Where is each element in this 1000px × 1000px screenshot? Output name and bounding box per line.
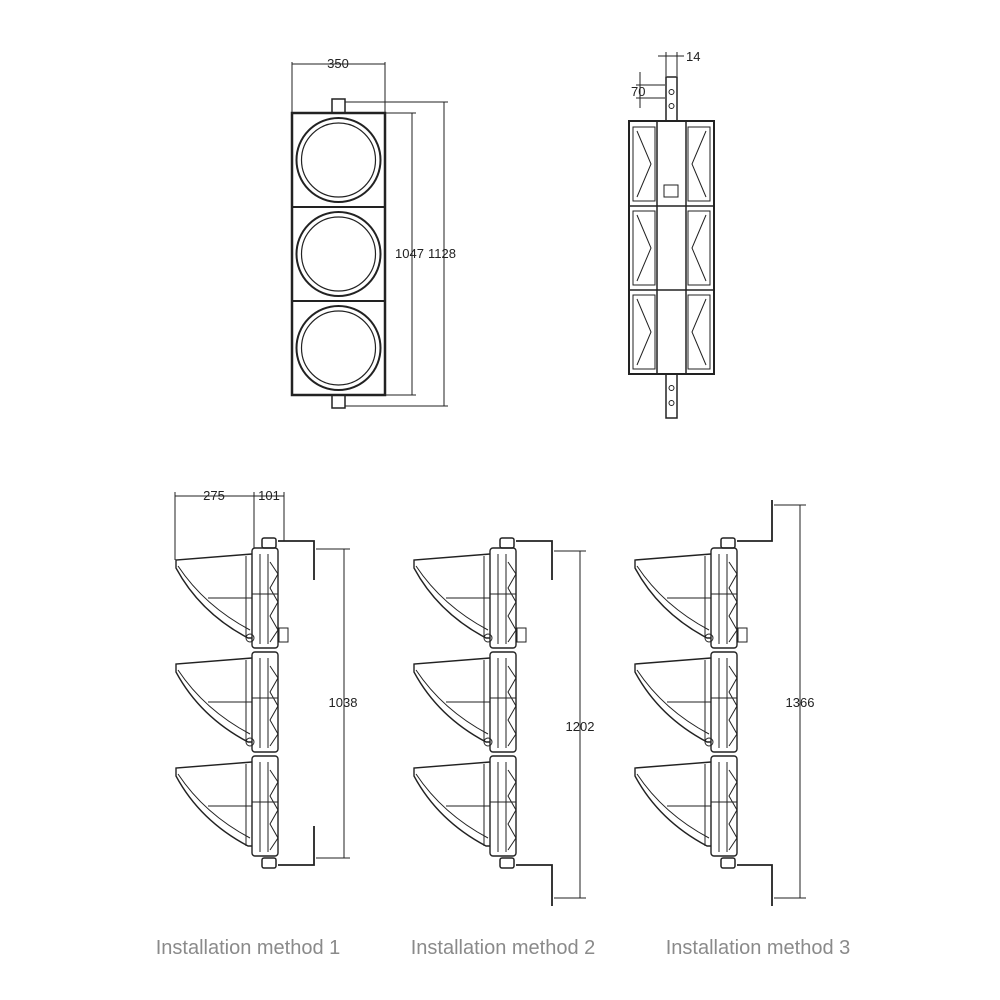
caption-installation-3: Installation method 3 (666, 937, 851, 959)
height-label-2: 1202 (566, 719, 595, 734)
bracket-width-label: 14 (686, 49, 700, 64)
signal-head-bottom-2 (413, 755, 517, 857)
side-housing (628, 120, 715, 375)
lamp-circle-top (295, 117, 382, 203)
front-view: 350 1047 1128 (290, 56, 456, 409)
lamp-circle-middle (295, 211, 382, 297)
top-bracket (665, 76, 678, 122)
installation-1: 275 101 1038 Installation method 1 (156, 488, 358, 959)
signal-head-top-1 (175, 547, 279, 649)
front-inner-height-label: 1047 (395, 246, 424, 261)
body-depth-label: 101 (258, 488, 280, 503)
side-view: 14 70 (628, 49, 715, 419)
bottom-bracket (665, 373, 678, 419)
top-mount-stub (331, 98, 346, 114)
caption-installation-2: Installation method 2 (411, 937, 596, 959)
visor-depth-label: 275 (203, 488, 225, 503)
signal-head-top-3 (634, 547, 738, 649)
caption-installation-1: Installation method 1 (156, 937, 341, 959)
signal-head-middle-1 (175, 651, 279, 753)
front-housing (290, 111, 387, 397)
signal-head-bottom-1 (175, 755, 279, 857)
installation-3: 1366 Installation method 3 (634, 500, 851, 959)
front-outer-height-label: 1128 (428, 246, 456, 261)
signal-head-top-2 (413, 547, 517, 649)
height-label-3: 1366 (786, 695, 815, 710)
lamp-circle-bottom (295, 305, 382, 391)
signal-head-bottom-3 (634, 755, 738, 857)
bracket-height-label: 70 (631, 84, 645, 99)
signal-head-middle-2 (413, 651, 517, 753)
bottom-mount-stub (331, 394, 346, 409)
signal-head-middle-3 (634, 651, 738, 753)
installation-2: 1202 Installation method 2 (411, 537, 596, 959)
height-label-1: 1038 (329, 695, 358, 710)
front-width-label: 350 (327, 56, 349, 71)
